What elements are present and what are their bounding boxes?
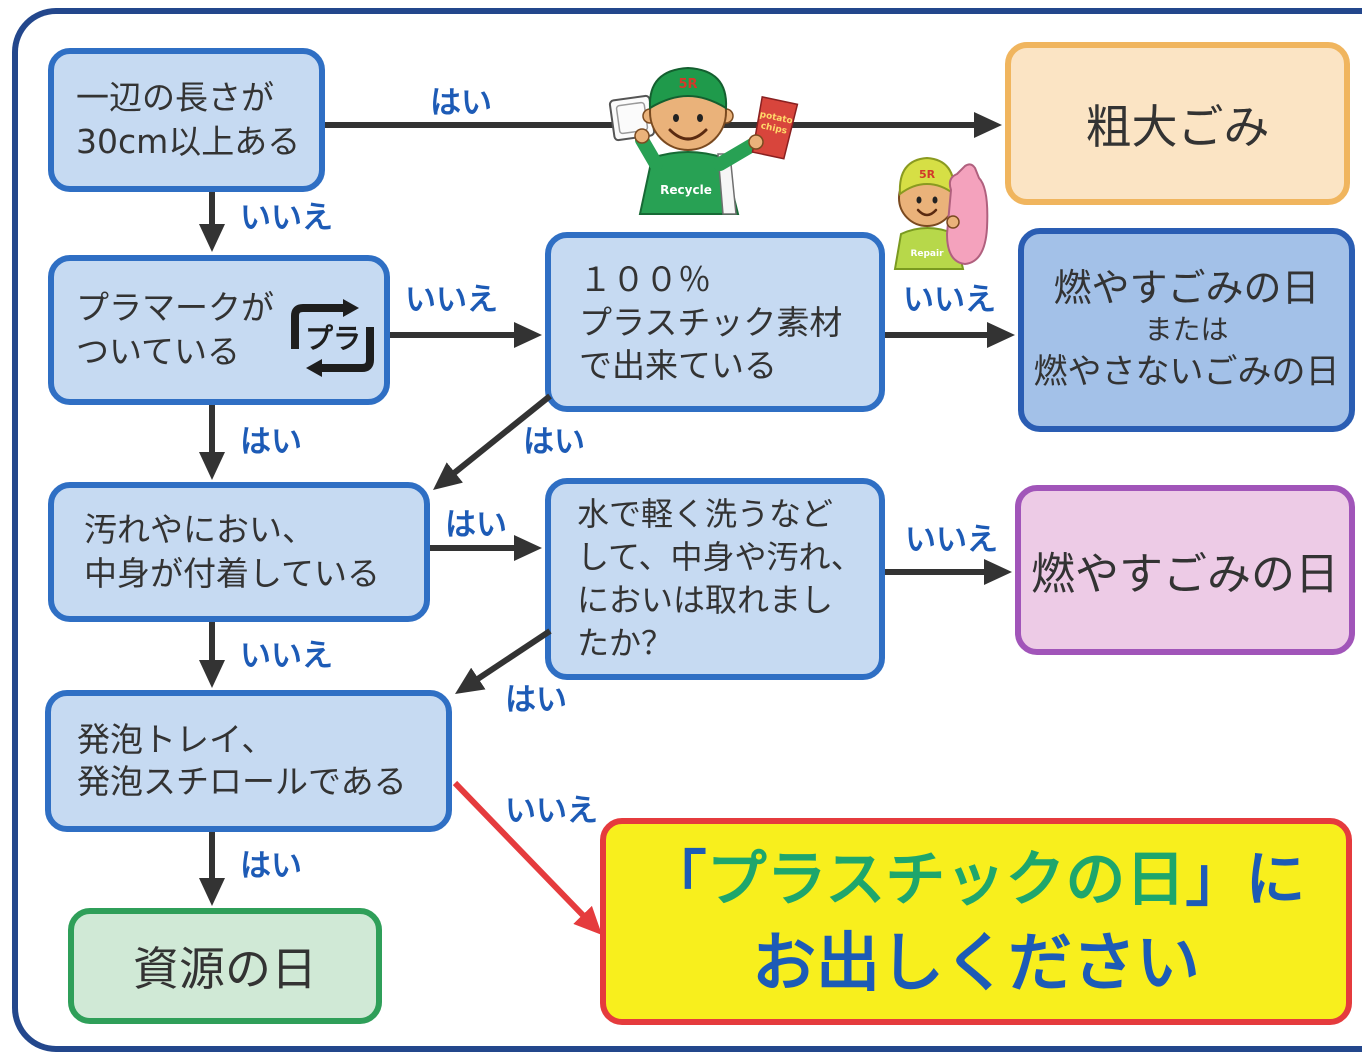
outcome-label: 燃やすごみの日: [1053, 266, 1320, 310]
outcome-plastic-day: 「プラスチックの日」に お出しください: [600, 818, 1352, 1025]
question-text-line: たか？: [577, 624, 674, 662]
question-size-30cm: 一辺の長さが 30cm以上ある: [48, 48, 325, 192]
question-text-line: においは取れまし: [577, 581, 834, 619]
pink-bag: [945, 163, 989, 266]
question-text-line: 発泡トレイ、: [77, 720, 275, 759]
hand: [946, 215, 960, 229]
left-hand: [634, 128, 650, 144]
pla-mark-text: プラ: [305, 322, 361, 355]
question-text-line: 水で軽く洗うなど: [577, 495, 834, 533]
question-text-line: 一辺の長さが: [76, 78, 274, 117]
outcome-label: 燃やさないごみの日: [1033, 352, 1340, 392]
question-dirty-or-smelly: 汚れやにおい、 中身が付着している: [48, 482, 430, 622]
shirt-text: Repair: [910, 249, 944, 259]
repair-character-illustration: Repair 5R: [893, 156, 989, 270]
outcome-burnable-day: 燃やすごみの日: [1015, 485, 1355, 655]
question-text-line: プラマークが: [76, 288, 274, 327]
branch-label-yes: はい: [445, 507, 507, 543]
outcome-oversized-garbage: 粗大ごみ: [1005, 42, 1350, 205]
plastic-day-highlight: プラスチックの日: [706, 844, 1186, 915]
plastic-day-line-1: 「プラスチックの日」に: [647, 838, 1306, 922]
question-text-line: 汚れやにおい、: [84, 510, 315, 549]
plastic-day-close-bracket: 」に: [1185, 844, 1306, 915]
pla-mark-icon: プラ: [291, 299, 374, 377]
cap-text: 5R: [678, 77, 697, 92]
branch-label-no: いいえ: [240, 638, 333, 674]
question-text-line: 中身が付着している: [84, 554, 381, 593]
plastic-day-open-bracket: 「: [646, 844, 707, 915]
question-foam-tray: 発泡トレイ、 発泡スチロールである: [45, 690, 452, 832]
branch-label-no: いいえ: [240, 200, 333, 236]
cap-text: 5R: [919, 168, 936, 181]
potato-chips-bag: potato chips: [751, 95, 799, 160]
branch-label-yes: はい: [523, 424, 585, 460]
question-text-line: で出来ている: [579, 345, 777, 385]
question-text-line: 30cm以上ある: [76, 122, 301, 161]
question-washed-clean: 水で軽く洗うなど して、中身や汚れ、 においは取れまし たか？: [545, 478, 885, 680]
question-text-line: プラスチック素材: [579, 302, 843, 342]
green-shirt: Recycle: [638, 151, 740, 215]
outcome-resource-day: 資源の日: [68, 908, 382, 1024]
branch-label-yes: はい: [240, 848, 302, 884]
outcome-label: 資源の日: [133, 942, 317, 996]
branch-label-no: いいえ: [505, 793, 598, 829]
outcome-label: 粗大ごみ: [1085, 99, 1270, 154]
plastic-day-line-2: お出しください: [752, 926, 1200, 1001]
branch-label-yes: はい: [505, 682, 567, 718]
branch-label-no: いいえ: [405, 282, 498, 318]
left-arm: [635, 133, 663, 171]
question-pure-plastic: １００％ プラスチック素材 で出来ている: [545, 232, 885, 412]
branch-label-yes: はい: [430, 85, 492, 121]
shirt-text: Recycle: [660, 183, 712, 197]
question-text-line: して、中身や汚れ、: [577, 538, 863, 576]
outcome-burnable-or-nonburnable-day: 燃やすごみの日 または 燃やさないごみの日: [1018, 228, 1355, 432]
question-text-line: １００％: [579, 259, 711, 299]
outcome-label-or: または: [1144, 313, 1229, 346]
question-pla-mark: プラマークが ついている プラ: [48, 255, 390, 405]
right-arm: [713, 137, 761, 171]
right-hand: [748, 134, 764, 150]
recycle-character-illustration: Recycle potato chips 5R: [608, 66, 799, 215]
branch-label-yes: はい: [240, 424, 302, 460]
green-cap: 5R: [648, 66, 728, 110]
question-text-line: ついている: [76, 332, 241, 371]
branch-label-no: いいえ: [903, 282, 996, 318]
question-text-line: 発泡スチロールである: [77, 762, 407, 801]
outcome-label: 燃やすごみの日: [1031, 549, 1339, 600]
branch-label-no: いいえ: [905, 522, 998, 558]
